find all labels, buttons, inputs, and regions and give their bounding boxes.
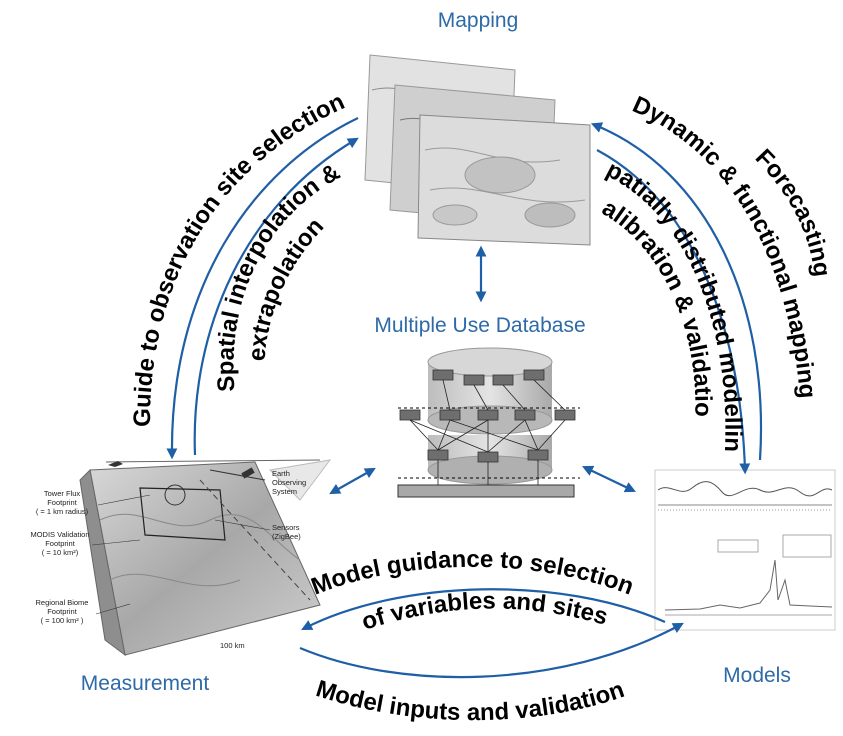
- sensors-label-2: (ZigBee): [272, 532, 301, 541]
- earth-label-2: Observing: [272, 478, 306, 487]
- models-image: [654, 469, 836, 631]
- node-models-label: Models: [723, 664, 791, 687]
- arrow-guidance: [301, 588, 666, 630]
- node-mapping-label: Mapping: [438, 9, 519, 32]
- arrows: [166, 117, 763, 679]
- arrow-interp: [193, 137, 359, 456]
- database-image: [397, 347, 580, 498]
- earth-label: Earth: [272, 469, 290, 478]
- label-inputs: Model inputs and validation: [313, 675, 628, 726]
- tower-label: Tower Flux: [44, 489, 81, 498]
- sensors-label: Sensors: [272, 523, 300, 532]
- mapping-image: [364, 54, 591, 246]
- arrow-guide: [166, 117, 359, 460]
- node-database-label: Multiple Use Database: [374, 314, 585, 337]
- earth-label-3: System: [272, 487, 297, 496]
- modis-label-3: ( = 10 km²): [42, 548, 79, 557]
- arrow-dynamic: [590, 122, 763, 461]
- biome-label-2: Footprint: [47, 607, 78, 616]
- label-calibration: Calibration & validation: [0, 0, 717, 417]
- arrow-db-models: [582, 465, 636, 493]
- modis-label: MODIS Validation: [30, 530, 89, 539]
- arrow-db-measure: [329, 467, 376, 495]
- biome-label: Regional Biome: [36, 598, 89, 607]
- tower-label-3: ( = 1 km radius): [36, 507, 89, 516]
- measurement-labels: Tower Flux Footprint ( = 1 km radius) MO…: [30, 469, 306, 650]
- biome-label-3: ( = 100 km² ): [41, 616, 84, 625]
- arrow-inputs: [299, 622, 684, 679]
- tower-label-2: Footprint: [47, 498, 78, 507]
- node-measurement-label: Measurement: [81, 672, 210, 695]
- modis-label-2: Footprint: [45, 539, 76, 548]
- arrow-calib: [596, 149, 751, 475]
- scale-label: 100 km: [220, 641, 245, 650]
